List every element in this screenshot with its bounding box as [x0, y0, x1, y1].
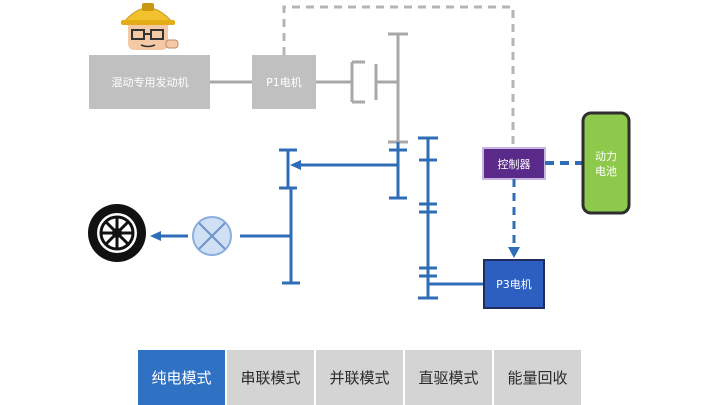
- controller-label: 控制器: [498, 157, 531, 171]
- tab-pure-electric[interactable]: 纯电模式: [138, 350, 225, 405]
- p3-motor-box: [483, 259, 545, 309]
- battery-box: [581, 111, 631, 215]
- tab-direct-drive[interactable]: 直驱模式: [405, 350, 492, 405]
- tab-energy-recovery[interactable]: 能量回收: [494, 350, 581, 405]
- tab-parallel[interactable]: 并联模式: [316, 350, 403, 405]
- differential-icon: [192, 216, 232, 256]
- upper-arrow: [290, 160, 301, 170]
- p3-motor-label: P3电机: [496, 277, 532, 291]
- wheel-icon: [88, 204, 146, 262]
- wheel-arrow: [150, 231, 161, 241]
- worker-mascot-icon: [121, 3, 179, 50]
- battery-label-1: 动力: [595, 150, 617, 163]
- engine-box: [89, 55, 210, 109]
- clutch-left: [350, 60, 365, 104]
- battery-label-2: 电池: [595, 165, 617, 178]
- p1-motor-box: [252, 55, 316, 109]
- engine-label: 混动专用发动机: [112, 75, 189, 89]
- powertrain-diagram: 混动专用发动机 P1电机: [88, 3, 631, 309]
- mode-tab-bar: 纯电模式 串联模式 并联模式 直驱模式 能量回收: [138, 350, 581, 405]
- controller-p3-arrow: [508, 247, 520, 258]
- tab-series[interactable]: 串联模式: [227, 350, 314, 405]
- p1-motor-label: P1电机: [266, 75, 302, 89]
